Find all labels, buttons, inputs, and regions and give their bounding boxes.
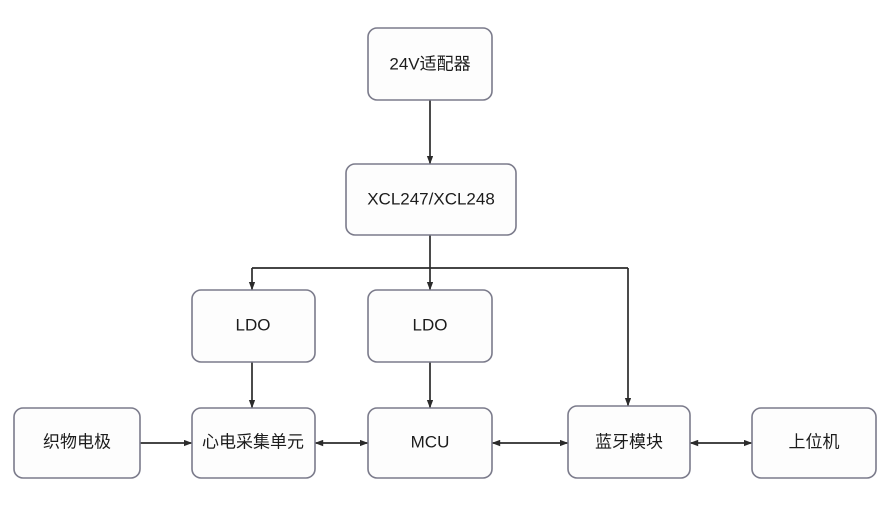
node-xcl[interactable]: XCL247/XCL248 bbox=[345, 163, 517, 236]
node-mcu-box[interactable] bbox=[367, 407, 493, 479]
node-mcu-label: MCU bbox=[411, 432, 450, 451]
node-host[interactable]: 上位机 bbox=[751, 407, 877, 479]
node-bluetooth[interactable]: 蓝牙模块 bbox=[567, 405, 691, 479]
nodes-layer: 24V适配器 XCL247/XCL248 LDO LDO 织物电极 心电采集单元 bbox=[13, 27, 877, 479]
node-bluetooth-label: 蓝牙模块 bbox=[595, 432, 663, 451]
node-ldo-left-label: LDO bbox=[236, 315, 271, 334]
node-host-box[interactable] bbox=[751, 407, 877, 479]
node-ecg-unit[interactable]: 心电采集单元 bbox=[191, 407, 316, 479]
node-ldo-right-label: LDO bbox=[413, 315, 448, 334]
edges-layer bbox=[140, 100, 753, 447]
node-ldo-right-box[interactable] bbox=[367, 289, 493, 363]
node-mcu[interactable]: MCU bbox=[367, 407, 493, 479]
node-adapter[interactable]: 24V适配器 bbox=[367, 27, 493, 101]
node-ecg-unit-label: 心电采集单元 bbox=[202, 432, 304, 451]
node-xcl-box[interactable] bbox=[345, 163, 517, 236]
node-ecg-unit-box[interactable] bbox=[191, 407, 316, 479]
node-ldo-right[interactable]: LDO bbox=[367, 289, 493, 363]
node-electrode-box[interactable] bbox=[13, 407, 141, 479]
node-adapter-box[interactable] bbox=[367, 27, 493, 101]
node-xcl-label: XCL247/XCL248 bbox=[367, 189, 495, 208]
node-host-label: 上位机 bbox=[789, 432, 840, 451]
node-adapter-label: 24V适配器 bbox=[389, 54, 470, 73]
node-electrode-label: 织物电极 bbox=[43, 432, 111, 451]
node-ldo-left[interactable]: LDO bbox=[191, 289, 316, 363]
node-bluetooth-box[interactable] bbox=[567, 405, 691, 479]
node-ldo-left-box[interactable] bbox=[191, 289, 316, 363]
node-electrode[interactable]: 织物电极 bbox=[13, 407, 141, 479]
